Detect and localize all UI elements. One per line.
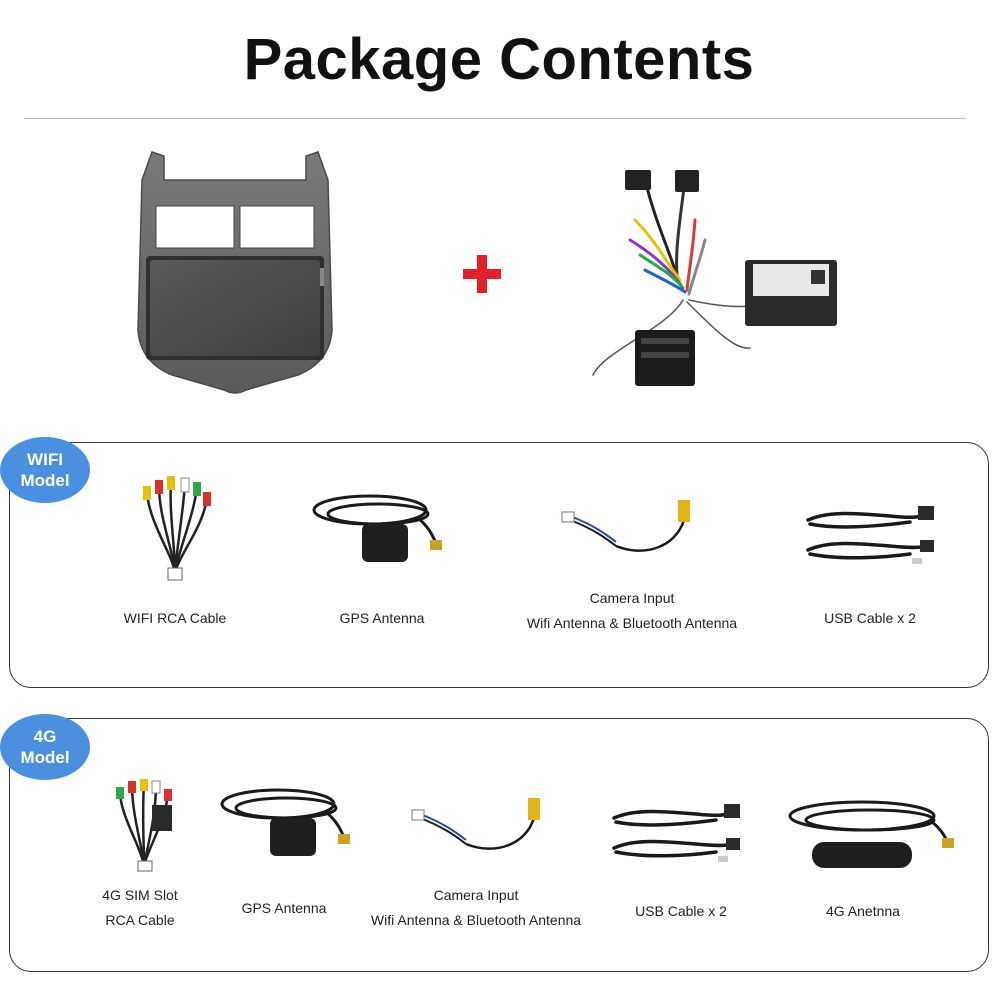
wifi-badge-line1: WIFI — [27, 450, 63, 469]
wifi-model-badge: WIFI Model — [0, 437, 90, 503]
4g-usb-cable-label: USB Cable x 2 — [635, 903, 727, 919]
head-unit-image — [137, 151, 333, 394]
4g-badge-line1: 4G — [33, 727, 57, 746]
gps-antenna-image — [312, 494, 442, 562]
wifi-gps-antenna-label: GPS Antenna — [339, 610, 425, 626]
4g-rca-cable-label: RCA Cable — [105, 912, 175, 928]
4g-badge-line2: Model — [20, 748, 70, 767]
4g-camera-cable-image — [411, 798, 540, 850]
4g-model-badge: 4G Model — [0, 714, 90, 780]
4g-antenna-image — [788, 800, 954, 868]
plus-icon — [463, 255, 501, 293]
4g-usb-cable-image — [612, 804, 740, 862]
4g-camera-input-label: Camera Input — [433, 887, 519, 903]
camera-cable-image — [561, 500, 690, 552]
4g-gps-antenna-label: GPS Antenna — [241, 900, 327, 916]
wifi-camera-input-label: Camera Input — [589, 590, 675, 606]
rca-cable-image — [143, 476, 211, 581]
4g-antenna-bluetooth-label: Wifi Antenna & Bluetooth Antenna — [370, 912, 582, 928]
wifi-badge-line2: Model — [20, 471, 70, 490]
usb-cable-image — [806, 506, 934, 564]
4g-antenna-label: 4G Anetnna — [826, 903, 900, 919]
4g-sim-rca-cable-image — [116, 779, 172, 872]
4g-sim-slot-label: 4G SIM Slot — [102, 887, 178, 903]
page-title: Package Contents — [243, 27, 755, 92]
wiring-harness-image — [592, 170, 837, 386]
wifi-rca-cable-label: WIFI RCA Cable — [123, 610, 227, 626]
wifi-antenna-bluetooth-label: Wifi Antenna & Bluetooth Antenna — [526, 615, 738, 631]
title-divider — [24, 118, 966, 119]
4g-gps-antenna-image — [220, 788, 350, 856]
wifi-usb-cable-label: USB Cable x 2 — [824, 610, 916, 626]
